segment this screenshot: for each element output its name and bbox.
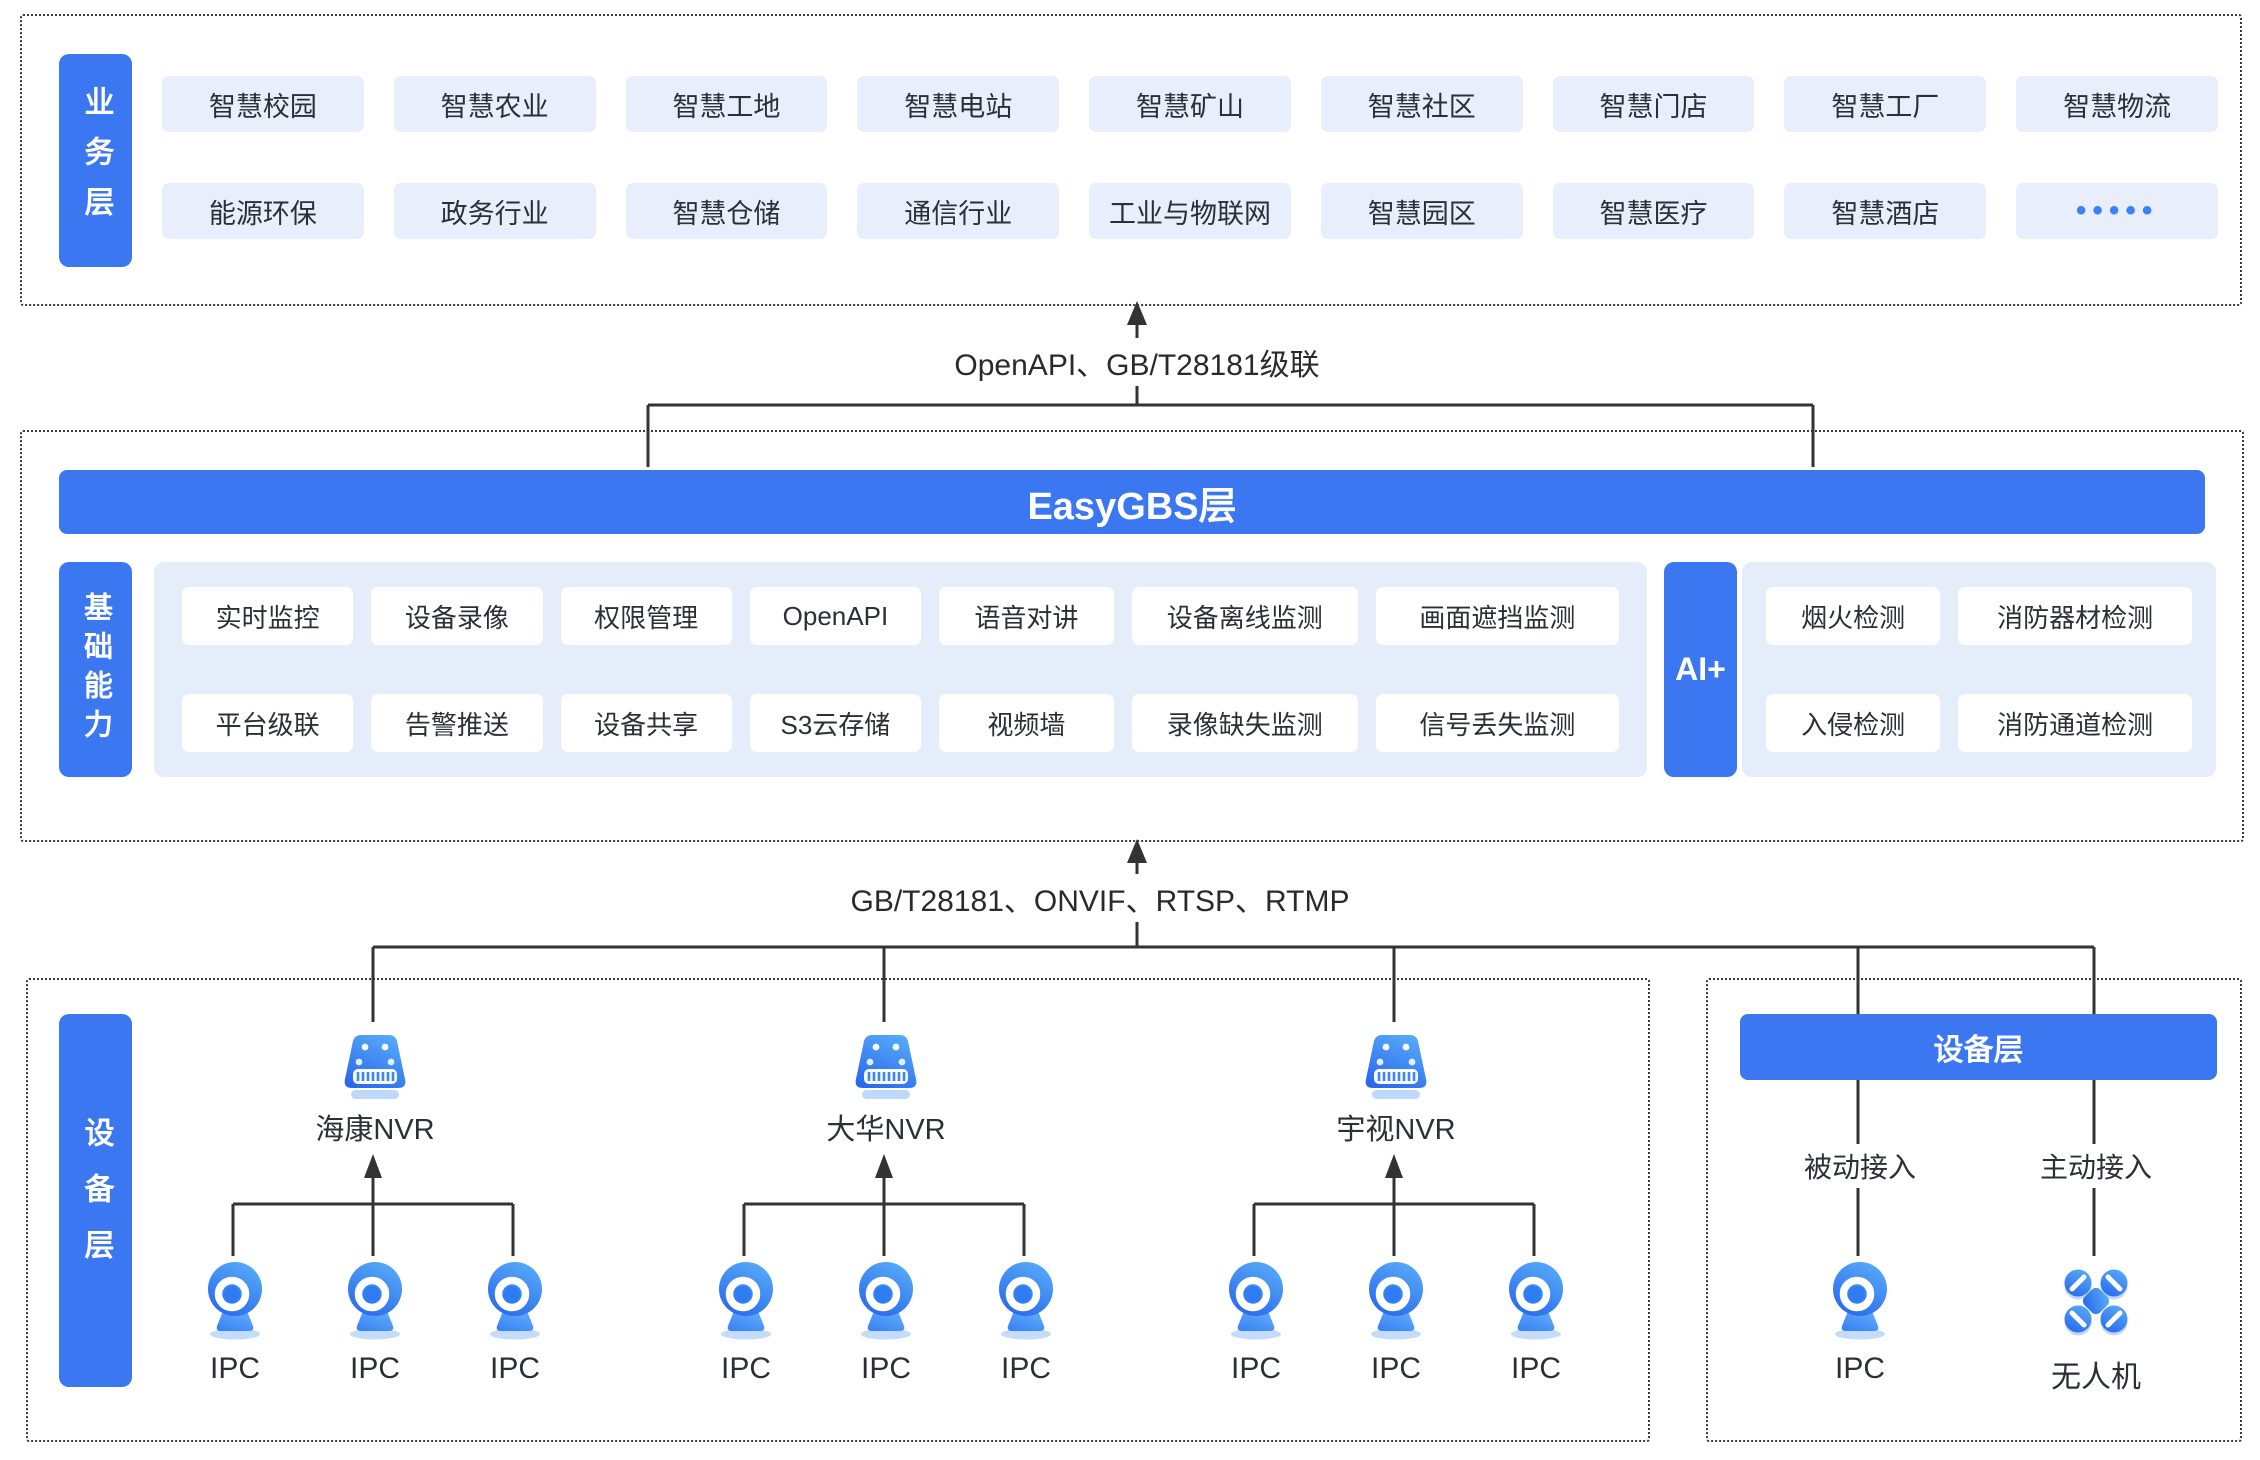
business-chip: 政务行业 bbox=[393, 183, 596, 239]
ipc-icon bbox=[484, 1260, 546, 1340]
business-chip: 能源环保 bbox=[162, 183, 364, 239]
ipc-icon bbox=[715, 1260, 777, 1340]
nvr-icon bbox=[1364, 1033, 1428, 1101]
device-panel-title: 设备层 bbox=[1740, 1014, 2217, 1080]
passive-device-label: IPC bbox=[1834, 1352, 1886, 1385]
business-chip: 通信行业 bbox=[857, 183, 1060, 239]
ipc-label: IPC bbox=[1000, 1352, 1052, 1385]
capabilities-grid: 实时监控 设备录像 权限管理 OpenAPI 语音对讲 设备离线监测 画面遮挡监… bbox=[154, 562, 1647, 777]
ai-capabilities-grid: 烟火检测 消防器材检测 入侵检测 消防通道检测 bbox=[1742, 562, 2216, 777]
ipc-icon bbox=[1365, 1260, 1427, 1340]
ai-capability-card: 消防器材检测 bbox=[1958, 587, 2192, 645]
passive-access-label: 被动接入 bbox=[1793, 1144, 1927, 1188]
business-chip: 智慧酒店 bbox=[1784, 183, 1987, 239]
ai-capability-card: 烟火检测 bbox=[1766, 587, 1941, 645]
easygbs-layer-box: EasyGBS层 基础能力 实时监控 设备录像 权限管理 OpenAPI 语音对… bbox=[20, 430, 2244, 842]
drone-icon bbox=[2058, 1264, 2134, 1340]
business-chip: 智慧矿山 bbox=[1089, 76, 1291, 132]
device-layer-label: 设备层 bbox=[59, 1014, 132, 1387]
ipc-label: IPC bbox=[349, 1352, 401, 1385]
easygbs-layer-title: EasyGBS层 bbox=[59, 470, 2205, 534]
capability-card: 画面遮挡监测 bbox=[1375, 587, 1619, 645]
ipc-icon bbox=[855, 1260, 917, 1340]
ipc-label: IPC bbox=[860, 1352, 912, 1385]
business-chip: 智慧电站 bbox=[857, 76, 1060, 132]
capability-card: S3云存储 bbox=[749, 694, 922, 752]
device-layer-box: 设备层 海康NVR IPC IPC IPC 大华NVR IPC IPC IPC … bbox=[26, 978, 1650, 1442]
nvr-label: 大华NVR bbox=[826, 1114, 946, 1146]
business-layer-box: 业务层 智慧校园 智慧农业 智慧工地 智慧电站 智慧矿山 智慧社区 智慧门店 智… bbox=[20, 14, 2242, 306]
capability-card: 信号丢失监测 bbox=[1375, 694, 1619, 752]
ipc-icon bbox=[1829, 1260, 1891, 1340]
ipc-label: IPC bbox=[1230, 1352, 1282, 1385]
business-chip: 智慧农业 bbox=[393, 76, 596, 132]
nvr-label: 宇视NVR bbox=[1336, 1114, 1456, 1146]
business-chip: 智慧校园 bbox=[162, 76, 364, 132]
ipc-icon bbox=[995, 1260, 1057, 1340]
ipc-icon bbox=[1505, 1260, 1567, 1340]
business-chip: 智慧工地 bbox=[625, 76, 828, 132]
active-access-label: 主动接入 bbox=[2029, 1144, 2163, 1188]
business-chip: 智慧工厂 bbox=[1784, 76, 1987, 132]
ai-plus-label: AI+ bbox=[1664, 562, 1737, 777]
nvr-icon bbox=[854, 1033, 918, 1101]
capability-card: 录像缺失监测 bbox=[1131, 694, 1358, 752]
ipc-label: IPC bbox=[1370, 1352, 1422, 1385]
business-chip: 智慧仓储 bbox=[625, 183, 828, 239]
ai-capability-card: 入侵检测 bbox=[1766, 694, 1941, 752]
business-layer-label: 业务层 bbox=[59, 54, 132, 267]
business-chip: 智慧园区 bbox=[1320, 183, 1523, 239]
capability-card: 平台级联 bbox=[182, 694, 354, 752]
bottom-protocol-label: GB/T28181、ONVIF、RTSP、RTMP bbox=[836, 874, 1364, 922]
capability-card: 实时监控 bbox=[182, 587, 354, 645]
device-access-panel-box: 设备层 被动接入 主动接入 IPC 无人机 bbox=[1706, 978, 2242, 1442]
ipc-label: IPC bbox=[720, 1352, 772, 1385]
capability-card: 设备共享 bbox=[560, 694, 732, 752]
capability-card: 告警推送 bbox=[371, 694, 543, 752]
ipc-label: IPC bbox=[209, 1352, 261, 1385]
business-chip: 智慧门店 bbox=[1552, 76, 1755, 132]
capability-card: 设备录像 bbox=[371, 587, 543, 645]
business-chip-grid: 智慧校园 智慧农业 智慧工地 智慧电站 智慧矿山 智慧社区 智慧门店 智慧工厂 … bbox=[162, 76, 2218, 239]
business-chip: 智慧物流 bbox=[2016, 76, 2218, 132]
capabilities-label: 基础能力 bbox=[59, 562, 132, 777]
ipc-icon bbox=[344, 1260, 406, 1340]
capability-card: OpenAPI bbox=[749, 587, 922, 645]
capability-card: 设备离线监测 bbox=[1131, 587, 1358, 645]
ipc-icon bbox=[1225, 1260, 1287, 1340]
ai-capability-card: 消防通道检测 bbox=[1958, 694, 2192, 752]
ipc-label: IPC bbox=[1510, 1352, 1562, 1385]
business-chip: 工业与物联网 bbox=[1089, 183, 1291, 239]
capability-card: 权限管理 bbox=[560, 587, 732, 645]
capability-card: 视频墙 bbox=[939, 694, 1114, 752]
business-chip: 智慧医疗 bbox=[1552, 183, 1755, 239]
active-device-label: 无人机 bbox=[2051, 1361, 2141, 1394]
nvr-icon bbox=[343, 1033, 407, 1101]
top-protocol-label: OpenAPI、GB/T28181级联 bbox=[940, 338, 1334, 386]
ipc-label: IPC bbox=[489, 1352, 541, 1385]
capability-card: 语音对讲 bbox=[939, 587, 1114, 645]
ipc-icon bbox=[204, 1260, 266, 1340]
nvr-label: 海康NVR bbox=[315, 1114, 435, 1146]
more-industries-ellipsis: ••••• bbox=[2016, 183, 2218, 239]
business-chip: 智慧社区 bbox=[1320, 76, 1523, 132]
